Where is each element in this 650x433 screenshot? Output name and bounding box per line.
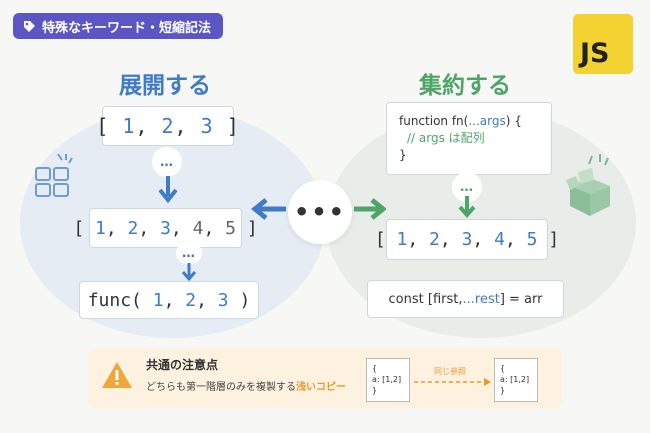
rest-args: ...args	[468, 114, 506, 128]
destructuring-rest-box: const [first, ...rest] = arr	[367, 280, 564, 318]
code-text: ] = arr	[499, 291, 543, 307]
caution-text: どちらも第一階層のみを複製する浅いコピー	[146, 378, 346, 393]
js-logo: JS	[573, 14, 633, 74]
rest-function-code-box: function fn(...args) { // args は配列 }	[386, 102, 552, 175]
arrow-left-icon	[251, 198, 286, 220]
array-item: 2	[185, 289, 197, 311]
array-item: 2	[127, 217, 139, 239]
paren-close: )	[239, 289, 251, 311]
card-line: a: [1,2]	[500, 375, 530, 384]
rest-array-box: [ 1, 2, 3, 4, 5 ]	[375, 219, 559, 260]
card-line: }	[500, 386, 506, 395]
card-line: {	[372, 364, 378, 373]
arrow-down-icon	[158, 176, 178, 204]
bracket-close: ]	[548, 229, 560, 250]
array-item: 3	[200, 114, 214, 138]
code-text: ) {	[505, 114, 522, 128]
spread-operator-badge: …	[152, 147, 182, 177]
function-call-box: func( 1, 2, 3 )	[79, 281, 259, 319]
bracket-close: ]	[246, 217, 258, 239]
spread-result-array-box: [ 1, 2, 3, 4, 5 ]	[73, 208, 258, 248]
rest-keyword: ...rest	[462, 291, 500, 307]
code-text: const [first,	[388, 291, 463, 307]
array-item: 3	[160, 217, 171, 239]
spread-operator-badge: …	[176, 242, 202, 264]
card-line: a: [1,2]	[372, 375, 402, 384]
category-tag: 特殊なキーワード・短縮記法	[13, 13, 224, 39]
array-item: 4	[494, 229, 505, 250]
array-item: 2	[429, 229, 440, 250]
tag-icon	[24, 20, 35, 32]
array-item: 4	[192, 217, 204, 239]
object-card-copy: { a: [1,2] }	[494, 358, 538, 402]
array-item: 1	[152, 289, 164, 311]
source-array-box: [ 1, 2, 3 ]	[96, 106, 239, 146]
code-comment: // args は配列	[407, 131, 485, 145]
code-text: function fn(	[399, 114, 469, 128]
code-line: }	[399, 148, 407, 162]
js-logo-text: JS	[580, 38, 610, 69]
caution-text-main: どちらも第一階層のみを複製する	[146, 382, 296, 393]
box-icon	[566, 154, 610, 216]
shared-reference-label: 同じ参照	[434, 367, 466, 376]
dashed-arrow-icon	[414, 378, 491, 386]
grid-icon	[35, 153, 73, 197]
arrow-down-icon	[181, 263, 197, 282]
code-line: function fn(...args) {	[399, 113, 539, 130]
warning-icon	[102, 362, 132, 388]
spread-title: 展開する	[119, 73, 211, 99]
card-line: {	[500, 364, 506, 373]
category-tag-label: 特殊なキーワード・短縮記法	[42, 20, 212, 36]
array-item: 3	[461, 229, 473, 250]
card-line: }	[372, 386, 378, 395]
bracket-open: [	[374, 229, 386, 250]
array-item: 3	[217, 289, 229, 311]
rest-title: 集約する	[419, 73, 511, 99]
array-item: 5	[526, 229, 538, 250]
bracket-close: ]	[226, 114, 240, 138]
array-item: 2	[161, 114, 175, 138]
arrow-down-icon	[458, 196, 476, 219]
array-item: 1	[122, 114, 136, 138]
caution-text-highlight: 浅いコピー	[296, 382, 346, 393]
arrow-right-icon	[354, 198, 386, 220]
array-item: 1	[95, 217, 106, 239]
spread-rest-operator-circle: •••	[288, 180, 352, 244]
array-item: 5	[225, 217, 236, 239]
caution-panel	[88, 348, 562, 408]
object-card-original: { a: [1,2] }	[366, 358, 410, 402]
array-item: 1	[396, 229, 408, 250]
function-call-prefix: func(	[87, 289, 142, 311]
bracket-open: [	[73, 217, 85, 239]
bracket-open: [	[96, 114, 110, 138]
caution-title: 共通の注意点	[146, 358, 219, 372]
